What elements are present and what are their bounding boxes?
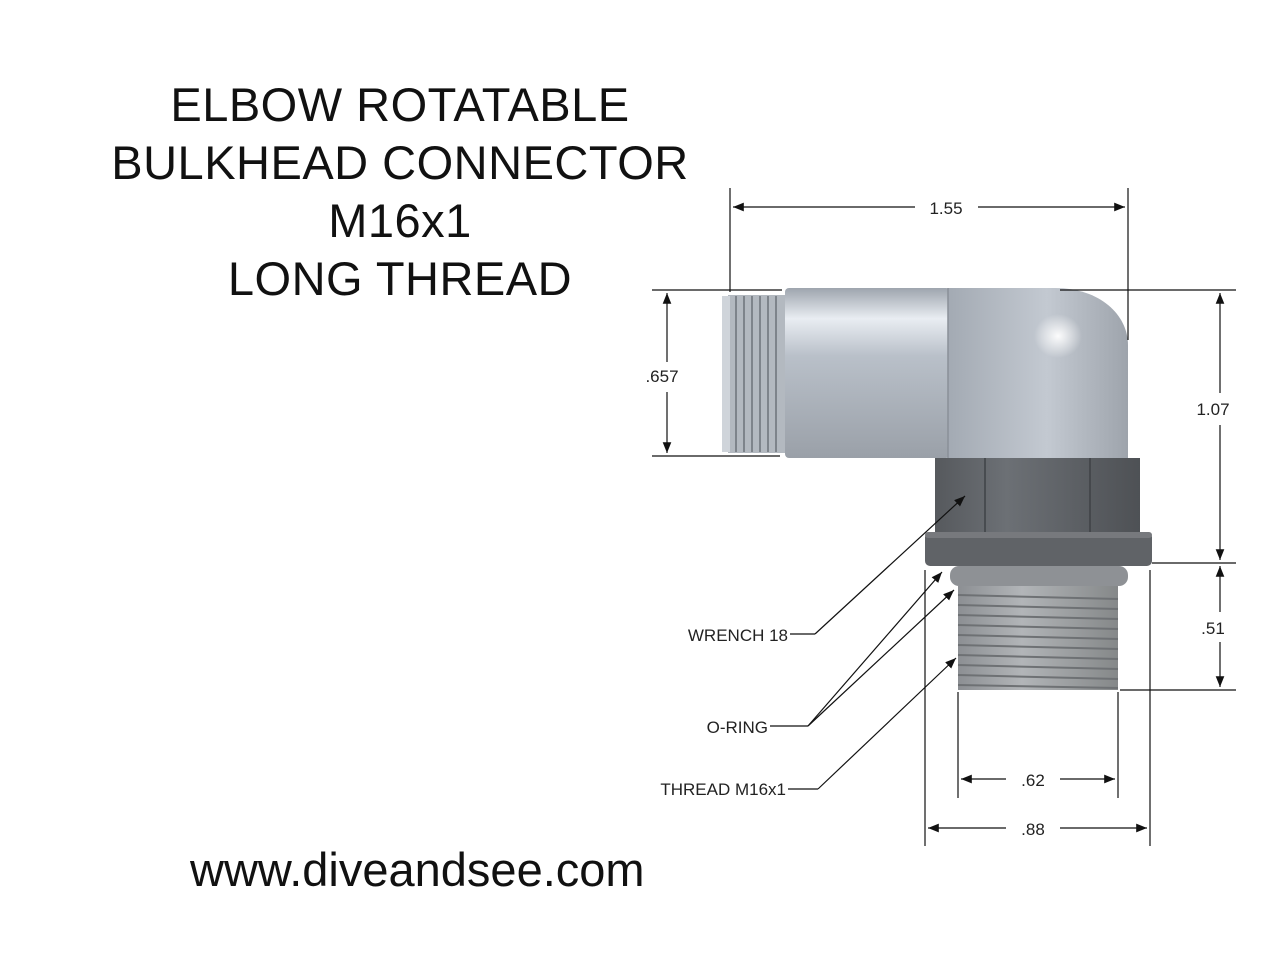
title-line-1: ELBOW ROTATABLE: [170, 78, 630, 131]
dimension-lines: [652, 188, 1236, 846]
dim-height: 1.07: [1196, 400, 1229, 419]
dim-thread-diameter: .62: [1021, 771, 1045, 790]
connector-body: [722, 288, 1152, 690]
dim-thread-length: .51: [1201, 619, 1225, 638]
dim-overall-width: 1.55: [929, 199, 962, 218]
callout-oring: O-RING: [707, 718, 768, 737]
title-line-2: BULKHEAD CONNECTOR: [111, 136, 689, 189]
barrel: [785, 288, 950, 458]
title-line-4: LONG THREAD: [227, 252, 573, 305]
side-thread: [722, 295, 788, 453]
callout-wrench: WRENCH 18: [688, 626, 788, 645]
elbow-highlight: [1034, 314, 1082, 358]
website-url: www.diveandsee.com: [190, 843, 645, 896]
dim-flange-diameter: .88: [1021, 820, 1045, 839]
callout-thread: THREAD M16x1: [660, 780, 786, 799]
hex-nut: [935, 458, 1140, 534]
flange: [925, 532, 1152, 566]
leader-lines: [770, 495, 966, 790]
dim-body-diameter: .657: [645, 367, 678, 386]
elbow: [948, 288, 1128, 458]
title-block: ELBOW ROTATABLE BULKHEAD CONNECTOR M16x1…: [60, 76, 740, 308]
o-ring: [950, 566, 1128, 586]
title-line-3: M16x1: [328, 194, 472, 247]
